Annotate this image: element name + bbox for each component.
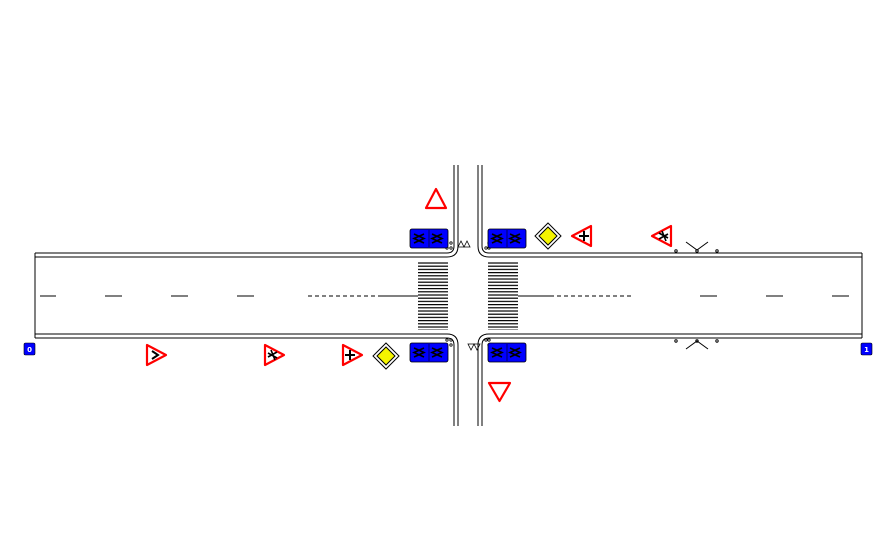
speed-bump-marks	[674, 241, 719, 350]
give-way-triangle-icon	[487, 381, 512, 403]
side-road-warning-icon	[570, 224, 593, 248]
km-marker-right-label: 1	[864, 346, 869, 354]
main-road	[34, 165, 863, 426]
give-way-triangle-icon	[424, 187, 448, 210]
zebra-crossing-west	[418, 262, 448, 330]
corner-marks	[445, 240, 491, 351]
uneven-road-warning-icon	[650, 224, 673, 248]
side-road-warning-icon	[341, 343, 364, 367]
chevron-warning-icon	[145, 343, 168, 367]
km-marker-left: 0	[23, 342, 36, 356]
priority-road-diamond-icon	[372, 342, 400, 370]
zebra-crossing-east	[488, 262, 518, 330]
uneven-road-warning-icon	[263, 343, 286, 367]
km-marker-right: 1	[860, 342, 873, 356]
info-panels	[409, 228, 527, 363]
priority-road-diamond-icon	[534, 222, 562, 250]
km-marker-left-label: 0	[27, 346, 32, 354]
